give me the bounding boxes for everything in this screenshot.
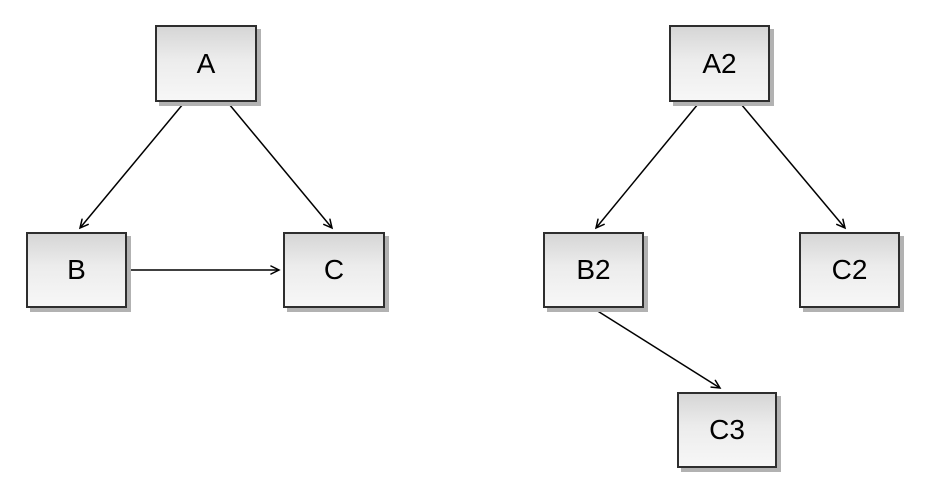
node-B2: B2 (543, 232, 644, 308)
edge-A2-B2 (594, 103, 699, 230)
node-label-A2: A2 (702, 47, 737, 79)
node-A2: A2 (669, 25, 770, 102)
node-C: C (283, 232, 385, 308)
node-label-B2: B2 (576, 254, 611, 285)
edge-A2-C2 (740, 103, 847, 230)
node-C3: C3 (677, 392, 777, 468)
node-label-C2: C2 (831, 254, 868, 285)
edge-group (78, 103, 847, 389)
node-C2: C2 (799, 232, 900, 308)
edge-A-C (228, 103, 334, 230)
node-label-C3: C3 (709, 414, 745, 445)
node-label-B: B (67, 254, 86, 285)
node-B: B (26, 232, 127, 308)
node-A: A (155, 25, 257, 102)
node-label-C: C (323, 254, 345, 285)
edge-A-B (78, 103, 184, 230)
node-label-A: A (196, 47, 216, 79)
edge-B2-C3 (595, 309, 722, 389)
